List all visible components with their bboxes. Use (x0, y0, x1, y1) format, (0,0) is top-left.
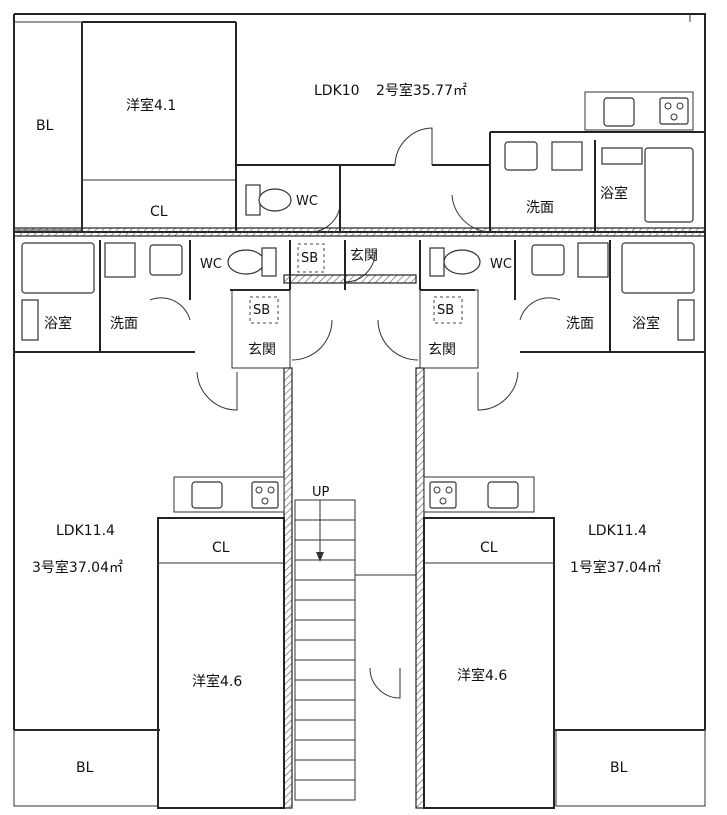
unit1-closet-label: CL (480, 540, 498, 556)
unit1-entrance-label: 玄関 (428, 341, 456, 358)
walls (13, 13, 706, 809)
unit1-washroom-label: 洗面 (566, 316, 594, 332)
labels: LDK10 2号室35.77㎡ 洋室4.1 BL CL WC 洗面 浴室 SB … (32, 82, 661, 776)
unit3-sb-label: SB (253, 303, 270, 318)
unit2-closet-label: CL (150, 204, 168, 220)
unit1-western-label: 洋室4.6 (457, 667, 507, 684)
unit3-balcony-label: BL (76, 760, 94, 776)
unit2-entrance-label: 玄関 (350, 247, 378, 264)
fixtures (21, 97, 695, 509)
unit2-sb-label: SB (301, 251, 318, 266)
unit2-ldk-label: LDK10 (314, 83, 360, 99)
stairs-up-label: UP (312, 485, 330, 500)
stairs (294, 499, 416, 801)
unit2-western-label: 洋室4.1 (126, 97, 176, 114)
unit3-ldk-label: LDK11.4 (56, 523, 115, 539)
unit2-washroom-label: 洗面 (526, 200, 554, 216)
unit3-wc-label: WC (200, 257, 222, 272)
unit3-western-label: 洋室4.6 (192, 673, 242, 690)
unit1-id-label: 1号室37.04㎡ (570, 559, 661, 576)
unit2-bath-label: 浴室 (600, 185, 628, 202)
doors (149, 127, 561, 699)
unit1-wc-label: WC (490, 257, 512, 272)
unit1-bath-label: 浴室 (632, 315, 660, 332)
unit3-id-label: 3号室37.04㎡ (32, 559, 123, 576)
unit1-ldk-label: LDK11.4 (588, 523, 647, 539)
unit2-id-label: 2号室35.77㎡ (376, 82, 467, 99)
unit3-washroom-label: 洗面 (110, 316, 138, 332)
unit3-entrance-label: 玄関 (248, 341, 276, 358)
unit2-wc-label: WC (296, 194, 318, 209)
unit3-closet-label: CL (212, 540, 230, 556)
unit2-balcony-label: BL (36, 118, 54, 134)
unit1-sb-label: SB (437, 303, 454, 318)
unit3-bath-label: 浴室 (44, 315, 72, 332)
unit1-balcony-label: BL (610, 760, 628, 776)
